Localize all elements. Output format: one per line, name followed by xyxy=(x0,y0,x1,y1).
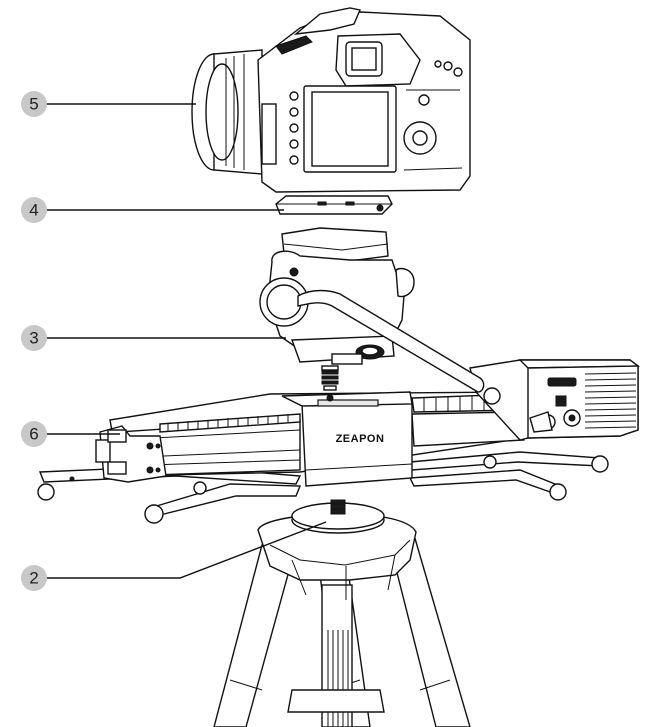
callout-6: 6 xyxy=(21,421,120,447)
tripod xyxy=(213,499,471,727)
slider: ZEAPON xyxy=(37,359,641,524)
callout-label-5: 5 xyxy=(29,95,38,114)
slider-brand-label: ZEAPON xyxy=(336,433,385,445)
camera xyxy=(191,7,471,193)
callout-4: 4 xyxy=(21,197,284,223)
callout-label-4: 4 xyxy=(29,201,38,220)
callout-label-3: 3 xyxy=(29,329,38,348)
spring-connector xyxy=(321,365,339,391)
quick-release-plate xyxy=(275,195,393,215)
ball-head xyxy=(259,227,501,405)
callout-5: 5 xyxy=(21,91,196,117)
callout-2: 2 xyxy=(21,521,327,591)
callout-label-6: 6 xyxy=(29,425,38,444)
callout-label-2: 2 xyxy=(29,569,38,588)
callout-3: 3 xyxy=(21,325,286,351)
